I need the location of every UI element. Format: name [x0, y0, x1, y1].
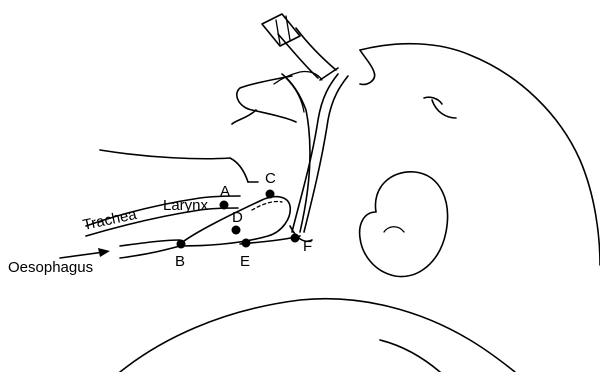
neck-back	[100, 150, 258, 182]
ear	[360, 172, 448, 277]
marker-c	[266, 190, 275, 199]
label-oesophagus: Oesophagus	[8, 259, 93, 276]
marker-f	[291, 234, 300, 243]
label-point-b: B	[175, 253, 185, 270]
airway-tube	[240, 14, 348, 244]
oesophagus	[120, 240, 180, 258]
marker-b	[177, 240, 186, 249]
label-point-f: F	[303, 238, 312, 255]
marker-e	[242, 239, 251, 248]
label-point-d: D	[232, 209, 243, 226]
label-larynx: Larynx	[163, 197, 209, 214]
label-point-a: A	[220, 183, 230, 200]
marker-d	[232, 226, 241, 235]
label-point-e: E	[240, 253, 250, 270]
oesophagus-arrow	[60, 248, 110, 258]
marker-a	[220, 201, 229, 210]
eye	[424, 97, 456, 118]
label-point-c: C	[265, 170, 276, 187]
